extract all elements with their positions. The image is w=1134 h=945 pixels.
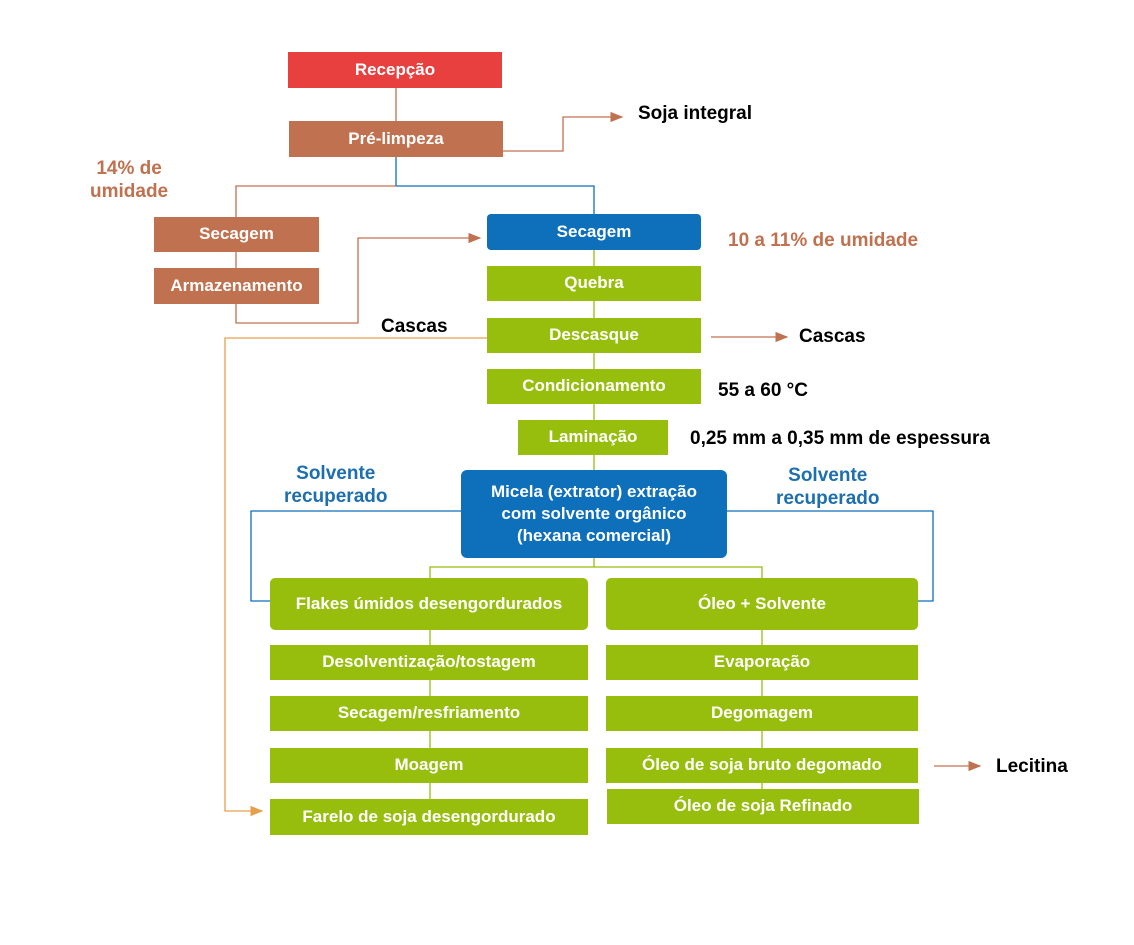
- box-recepcao: Recepção: [288, 52, 502, 88]
- label-umidade-10-11: 10 a 11% de umidade: [728, 230, 919, 251]
- label-cascas-left: Cascas: [381, 316, 448, 337]
- label-umidade-14: 14% de umidade: [90, 158, 169, 202]
- label-solvente-left: Solvente recuperado: [284, 463, 388, 507]
- box-oleo-refinado: Óleo de soja Refinado: [607, 789, 919, 824]
- box-secagem-main: Secagem: [487, 214, 701, 250]
- box-desolventizacao: Desolventização/tostagem: [270, 645, 588, 680]
- box-flakes: Flakes úmidos desengordurados: [270, 578, 588, 630]
- label-soja-integral: Soja integral: [638, 103, 753, 124]
- box-oleo-solvente: Óleo + Solvente: [606, 578, 918, 630]
- line-micela-split-h: [429, 566, 763, 578]
- box-secagem-left: Secagem: [154, 217, 319, 252]
- arrow-armazenamento-secagem: [235, 232, 482, 324]
- box-quebra: Quebra: [487, 266, 701, 301]
- box-secagem-resfriamento: Secagem/resfriamento: [270, 696, 588, 731]
- label-cascas-right: Cascas: [799, 326, 866, 347]
- box-armazenamento: Armazenamento: [154, 268, 319, 304]
- box-condicionamento: Condicionamento: [487, 369, 701, 404]
- box-descasque: Descasque: [487, 318, 701, 353]
- label-espessura: 0,25 mm a 0,35 mm de espessura: [690, 428, 990, 449]
- box-degomagem: Degomagem: [606, 696, 918, 731]
- box-moagem: Moagem: [270, 748, 588, 783]
- arrow-soja-integral: [502, 111, 624, 152]
- label-lecitina: Lecitina: [996, 756, 1068, 777]
- line-split-left: [235, 185, 396, 217]
- box-evaporacao: Evaporação: [606, 645, 918, 680]
- label-temperatura: 55 a 60 °C: [718, 380, 808, 401]
- box-oleo-bruto: Óleo de soja bruto degomado: [606, 748, 918, 783]
- box-micela: Micela (extrator) extração com solvente …: [461, 470, 727, 558]
- line-solvente-right: [727, 510, 934, 602]
- label-solvente-right: Solvente recuperado: [776, 465, 880, 509]
- box-laminacao: Laminação: [518, 420, 668, 455]
- arrow-cascas-farelo: [224, 337, 487, 817]
- box-pre-limpeza: Pré-limpeza: [289, 121, 503, 157]
- line-split-right: [396, 185, 595, 214]
- line-solvente-left: [250, 510, 461, 602]
- box-farelo: Farelo de soja desengordurado: [270, 799, 588, 835]
